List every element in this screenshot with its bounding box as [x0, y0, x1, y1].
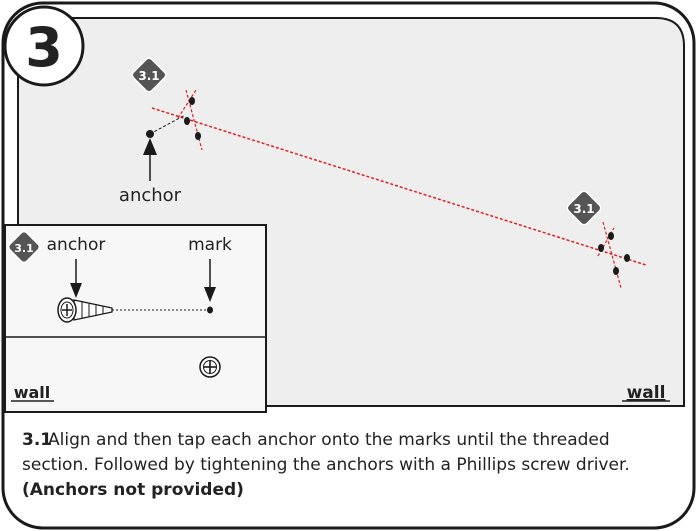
inset-wall-label: wall [14, 383, 51, 402]
inset-mark-label: mark [188, 235, 232, 255]
anchor-arrow [143, 138, 157, 181]
mark-dot [195, 132, 201, 140]
mark-dot [608, 232, 614, 240]
step-badge-right: 3.1 [566, 190, 602, 226]
mark-cross-right [597, 221, 630, 289]
wall-anchor-icon [57, 297, 113, 323]
anchor-dot [146, 130, 154, 138]
inset-detail: 3.1 anchor mark [4, 224, 267, 413]
arrow-down-icon [70, 283, 82, 298]
instruction-note: (Anchors not provided) [22, 480, 244, 500]
instruction-number: 3.1 [22, 430, 53, 450]
installed-anchor-icon [199, 356, 221, 378]
mark-dot [613, 267, 619, 275]
step-number: 3 [25, 16, 63, 79]
mark-dot [189, 97, 195, 105]
mark-dot [598, 244, 604, 252]
inset-badge: 3.1 [7, 230, 41, 264]
inset-anchor-label: anchor [47, 235, 106, 255]
svg-text:3.1: 3.1 [573, 202, 594, 216]
arrow-down-icon [204, 287, 216, 302]
svg-text:3.1: 3.1 [138, 69, 159, 83]
anchor-label: anchor [119, 185, 182, 206]
instruction-body: Align and then tap each anchor onto the … [22, 430, 630, 475]
mark-cross-left [177, 89, 203, 151]
mark-dot [624, 254, 630, 262]
step-number-circle [3, 5, 85, 87]
svg-text:3.1: 3.1 [14, 242, 34, 255]
wall-label-main: wall [627, 383, 666, 403]
mark-dot [184, 117, 190, 125]
instruction-text: 3.1Align and then tap each anchor onto t… [22, 428, 662, 503]
alignment-line [151, 107, 647, 266]
step-badge-top: 3.1 [131, 57, 167, 93]
anchor-point-left [146, 114, 186, 138]
inset-mark-dot [207, 306, 213, 314]
